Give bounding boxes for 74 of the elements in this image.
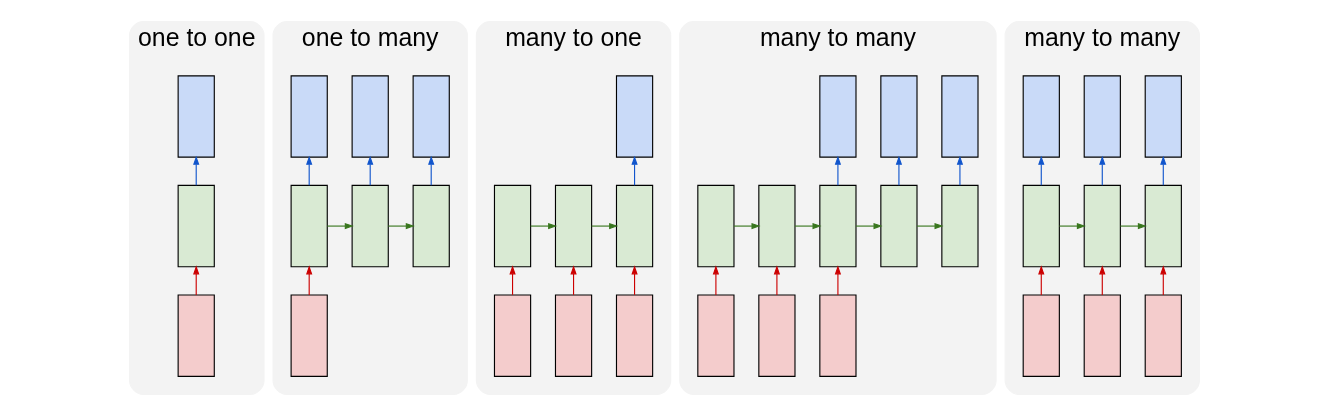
cluster: many to many xyxy=(679,21,997,395)
node-box xyxy=(615,75,654,158)
node-box xyxy=(177,184,215,268)
node-box xyxy=(412,184,450,268)
arrow xyxy=(1160,155,1167,186)
node-box xyxy=(554,184,593,268)
node-box xyxy=(697,294,735,377)
arrow xyxy=(193,265,200,296)
node-box xyxy=(819,184,857,268)
arrow xyxy=(570,265,577,296)
node-box xyxy=(941,184,979,268)
node-box xyxy=(290,294,328,377)
node-box xyxy=(758,184,796,268)
node-box xyxy=(1022,184,1060,268)
cluster: one to many xyxy=(272,21,468,395)
node-box xyxy=(290,184,328,268)
arrow xyxy=(1038,155,1045,186)
arrow xyxy=(387,222,415,230)
arrow xyxy=(591,222,619,230)
arrow xyxy=(834,265,842,296)
arrow xyxy=(530,222,558,230)
arrow xyxy=(631,265,638,296)
arrow xyxy=(1038,265,1045,296)
node-box xyxy=(941,75,979,158)
node-box xyxy=(1083,184,1121,268)
arrow xyxy=(1099,155,1106,186)
arrow xyxy=(733,222,761,230)
node-box xyxy=(1144,294,1182,377)
node-box xyxy=(493,294,532,377)
node-box xyxy=(1022,294,1060,377)
arrow xyxy=(916,222,944,230)
arrow xyxy=(367,155,374,186)
arrow xyxy=(193,155,200,186)
arrow xyxy=(712,265,720,296)
arrow xyxy=(306,155,313,186)
node-box xyxy=(554,294,593,377)
cluster: many to many xyxy=(1004,21,1200,395)
arrow xyxy=(326,222,354,230)
arrow xyxy=(895,155,903,186)
arrow xyxy=(1058,222,1086,230)
arrow xyxy=(1160,265,1167,296)
arrow xyxy=(834,155,842,186)
arrow xyxy=(306,265,313,296)
node-box xyxy=(177,294,215,377)
arrow xyxy=(794,222,822,230)
node-box xyxy=(1144,184,1182,268)
cluster: one to one xyxy=(129,21,265,395)
node-box xyxy=(615,184,654,268)
node-box xyxy=(1083,75,1121,158)
node-box xyxy=(758,294,796,377)
arrow xyxy=(1119,222,1147,230)
node-box xyxy=(1022,75,1060,158)
arrow xyxy=(509,265,516,296)
node-box xyxy=(880,184,918,268)
arrow xyxy=(1099,265,1106,296)
node-box xyxy=(819,294,857,377)
arrow xyxy=(773,265,781,296)
node-box xyxy=(1083,294,1121,377)
node-box xyxy=(351,184,389,268)
arrow xyxy=(428,155,435,186)
node-box xyxy=(615,294,654,377)
arrow xyxy=(855,222,883,230)
node-box xyxy=(351,75,389,158)
node-box xyxy=(697,184,735,268)
node-box xyxy=(819,75,857,158)
arrow xyxy=(631,155,638,186)
node-box xyxy=(493,184,532,268)
node-box xyxy=(412,75,450,158)
cluster: many to one xyxy=(475,21,672,395)
node-box xyxy=(290,75,328,158)
arrow xyxy=(956,155,964,186)
node-box xyxy=(880,75,918,158)
node-box xyxy=(177,75,215,158)
node-box xyxy=(1144,75,1182,158)
